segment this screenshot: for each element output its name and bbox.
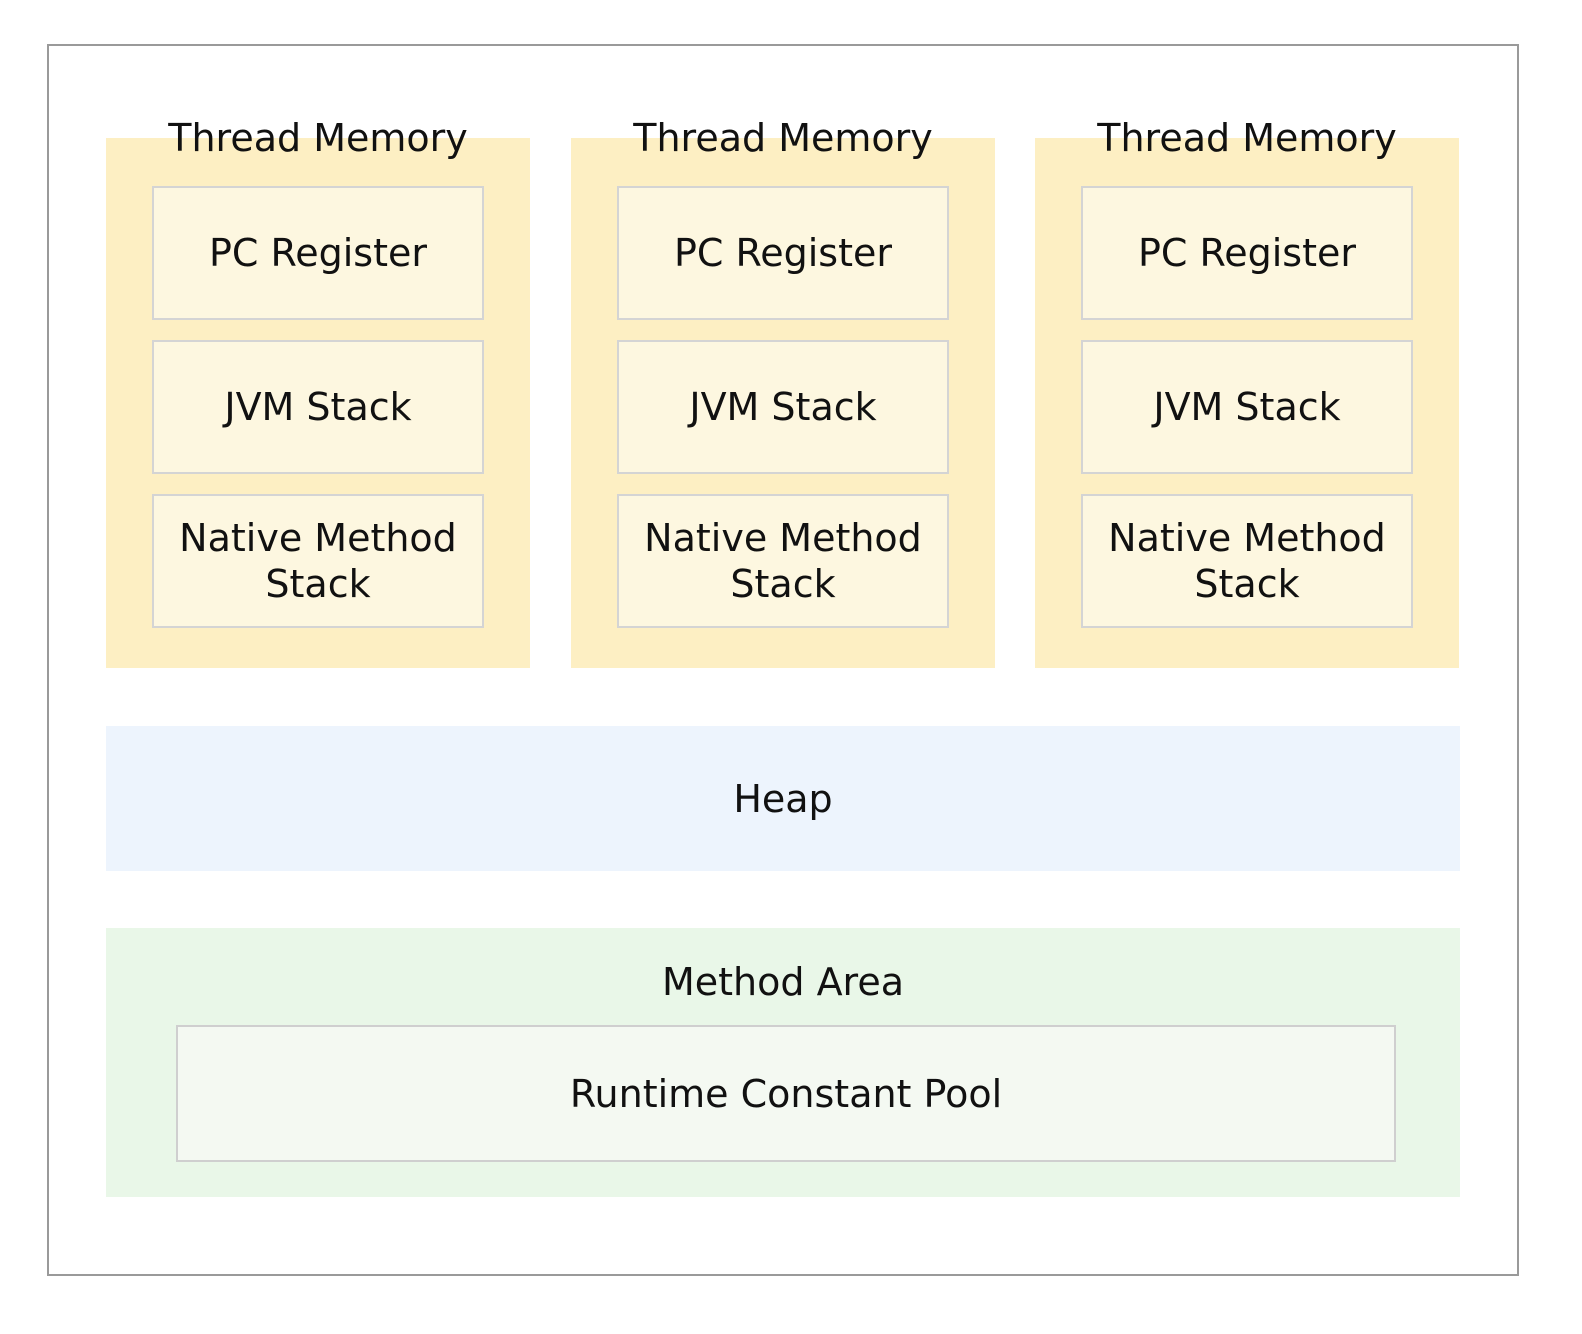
pc-register-box: PC Register [152, 186, 484, 320]
pc-register-label: PC Register [674, 231, 892, 275]
heap-area: Heap [106, 726, 1460, 871]
method-area-title: Method Area [661, 960, 905, 1004]
runtime-constant-pool-label: Runtime Constant Pool [569, 1071, 1003, 1116]
native-method-stack-label: Native Method Stack [644, 516, 922, 606]
jvm-stack-box: JVM Stack [617, 340, 949, 474]
native-method-stack-label: Native Method Stack [179, 516, 457, 606]
jvm-stack-label: JVM Stack [689, 385, 877, 429]
runtime-constant-pool-box: Runtime Constant Pool [176, 1025, 1396, 1162]
thread-memory-2: Thread Memory PC Register JVM Stack Nati… [571, 116, 995, 668]
pc-register-box: PC Register [617, 186, 949, 320]
native-method-stack-label: Native Method Stack [1108, 516, 1386, 606]
native-method-stack-box: Native Method Stack [617, 494, 949, 628]
thread-memory-title: Thread Memory [1097, 116, 1397, 160]
method-area: Method Area Runtime Constant Pool [106, 928, 1460, 1197]
heap-label: Heap [733, 776, 833, 821]
jvm-stack-label: JVM Stack [224, 385, 412, 429]
thread-memory-title: Thread Memory [633, 116, 933, 160]
jvm-stack-label: JVM Stack [1153, 385, 1341, 429]
native-method-stack-box: Native Method Stack [1081, 494, 1413, 628]
pc-register-label: PC Register [209, 231, 427, 275]
jvm-stack-box: JVM Stack [152, 340, 484, 474]
native-method-stack-box: Native Method Stack [152, 494, 484, 628]
pc-register-label: PC Register [1138, 231, 1356, 275]
jvm-stack-box: JVM Stack [1081, 340, 1413, 474]
thread-memory-3: Thread Memory PC Register JVM Stack Nati… [1035, 116, 1459, 668]
pc-register-box: PC Register [1081, 186, 1413, 320]
thread-memory-1: Thread Memory PC Register JVM Stack Nati… [106, 116, 530, 668]
thread-memory-title: Thread Memory [168, 116, 468, 160]
